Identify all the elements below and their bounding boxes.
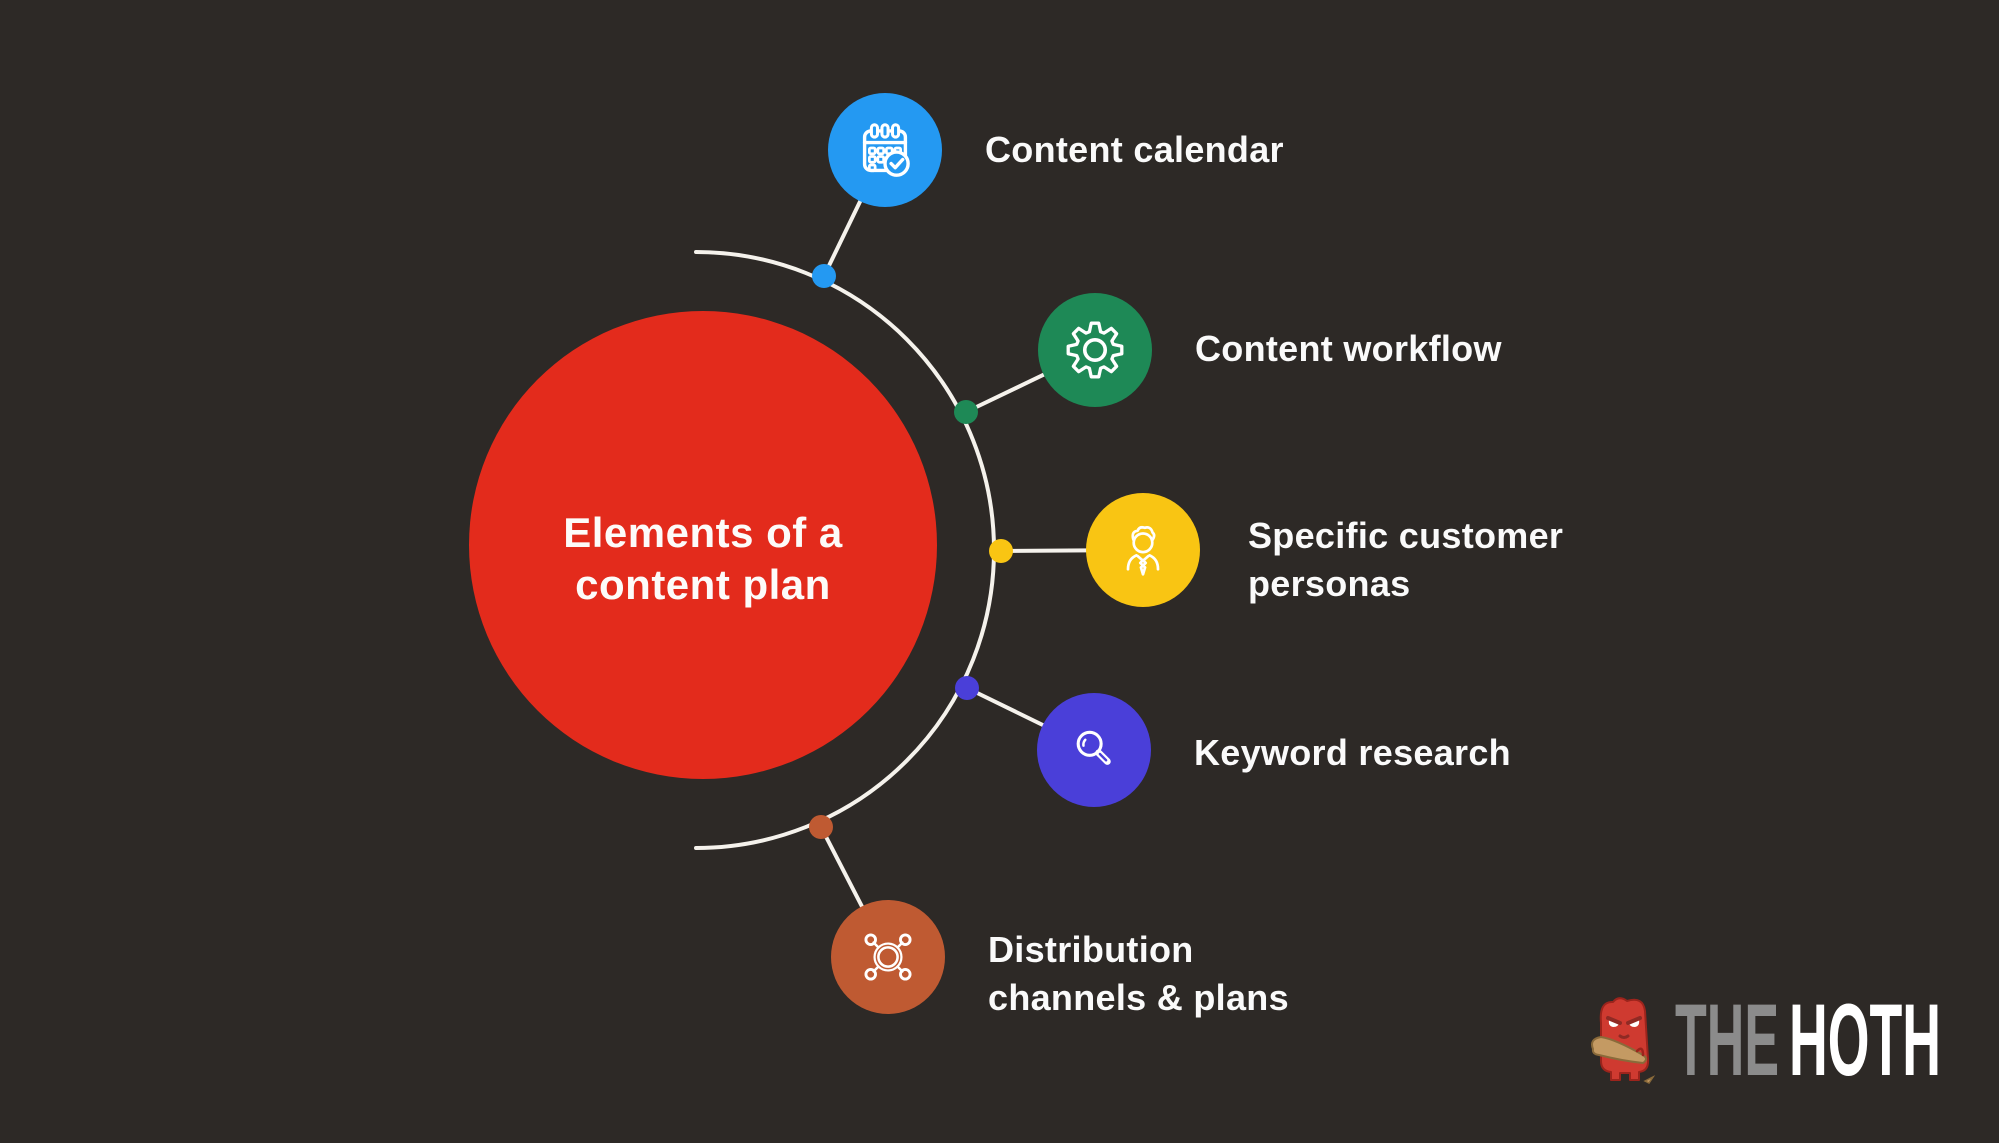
junction-dot-workflow [954, 400, 978, 424]
network-hub-icon [864, 933, 912, 981]
magnifier-icon [1076, 730, 1111, 765]
label-customer-personas: Specific customer personas [1248, 515, 1564, 604]
gear-icon [1066, 321, 1124, 379]
junction-dot-distribution [809, 815, 833, 839]
brand-word-the: THE [1675, 993, 1779, 1087]
node-circle-distribution-channels [831, 900, 945, 1014]
label-content-workflow: Content workflow [1195, 328, 1502, 369]
businessman-icon [1126, 525, 1160, 576]
node-circle-keyword-research [1037, 693, 1151, 807]
node-circle-content-calendar [828, 93, 942, 207]
brand-wordmark: THE HOTH [1675, 993, 1941, 1087]
junction-dot-personas [989, 539, 1013, 563]
junction-dot-keyword [955, 676, 979, 700]
label-content-calendar: Content calendar [985, 129, 1284, 170]
label-keyword-research: Keyword research [1194, 732, 1511, 773]
calendar-check-icon [862, 123, 910, 177]
hoth-monster-mascot [1591, 997, 1656, 1084]
node-circle-customer-personas [1086, 493, 1200, 607]
brand-word-hoth: HOTH [1789, 993, 1941, 1087]
node-circle-content-workflow [1038, 293, 1152, 407]
title-line-2: content plan [575, 561, 831, 608]
label-distribution-channels: Distribution channels & plans [988, 929, 1289, 1018]
brand-logo: THE HOTH [1585, 993, 1953, 1087]
title-line-1: Elements of a [563, 509, 843, 556]
infographic-title: Elements of a content plan [563, 507, 843, 611]
center-circle: Elements of a content plan [469, 311, 937, 779]
junction-dot-calendar [812, 264, 836, 288]
